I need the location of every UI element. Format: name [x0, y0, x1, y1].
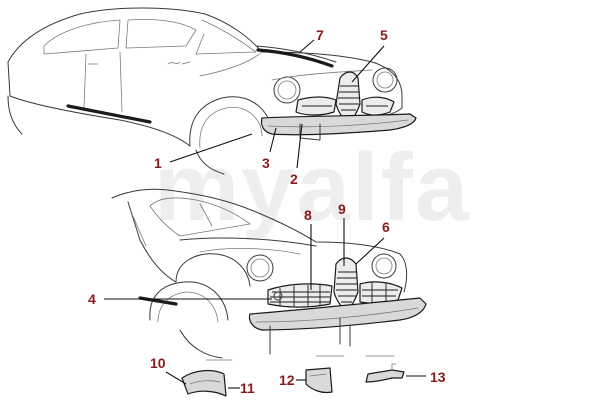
- leader-1: [169, 133, 253, 163]
- callout-11: 11: [240, 380, 255, 396]
- leader-5: [351, 45, 385, 83]
- callout-5: 5: [380, 27, 388, 43]
- callout-10: 10: [150, 355, 166, 371]
- coupe-illustration: [7, 7, 403, 175]
- coupe-front-parts: [260, 71, 417, 141]
- leader-2: [296, 123, 303, 169]
- callout-8: 8: [304, 207, 312, 223]
- sedan-front-parts: [248, 257, 427, 355]
- callout-3: 3: [262, 155, 270, 171]
- leader-7: [299, 39, 315, 53]
- callout-7: 7: [316, 27, 324, 43]
- callout-2: 2: [290, 171, 298, 187]
- callout-12: 12: [279, 372, 295, 388]
- callout-labels: 1 2 3 4 5 6 7 8 9 10 11 12 13: [88, 27, 446, 396]
- bracket-part: [305, 367, 333, 394]
- callout-13: 13: [430, 369, 446, 385]
- leader-3: [269, 127, 277, 153]
- callout-1: 1: [154, 155, 162, 171]
- clip-part: [365, 369, 405, 383]
- leader-6: [355, 237, 385, 265]
- bumper-end-cap-part: [181, 369, 227, 397]
- callout-9: 9: [338, 201, 346, 217]
- leader-lines: [104, 39, 426, 389]
- callout-4: 4: [88, 291, 96, 307]
- callout-6: 6: [382, 219, 390, 235]
- watermark-logo: myalfa: [154, 134, 470, 241]
- loose-parts: [181, 355, 405, 397]
- leader-10: [165, 371, 187, 385]
